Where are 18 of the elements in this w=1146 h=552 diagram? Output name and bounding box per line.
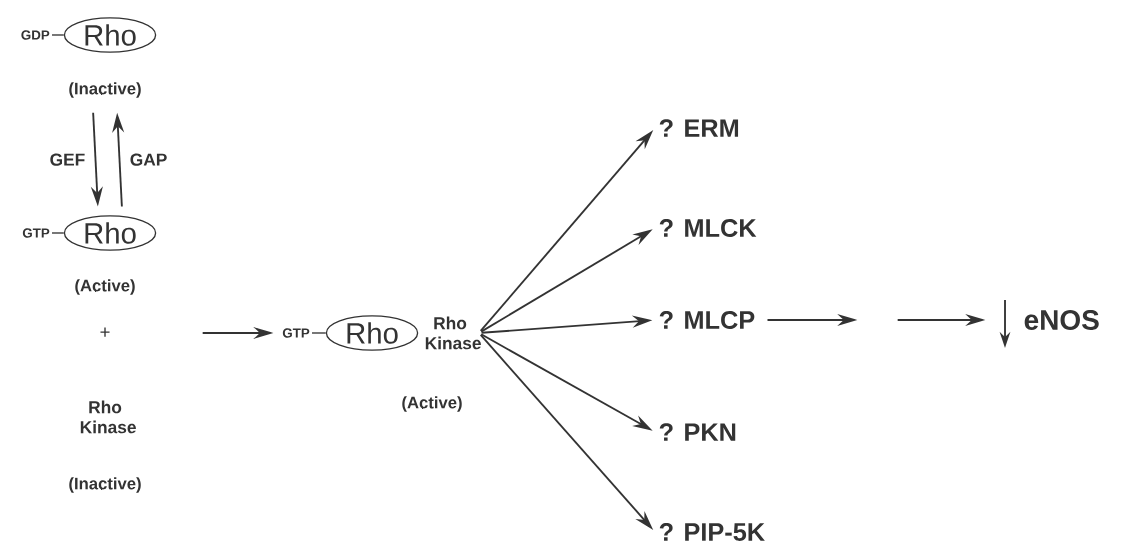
edge-label: GEF: [50, 153, 85, 166]
state-label: (Active): [75, 279, 135, 295]
plus-sign: +: [100, 327, 110, 337]
edge-label: GAP: [130, 153, 167, 166]
target-label: eNOS: [1024, 310, 1099, 330]
target-label: ? MLCK: [659, 219, 757, 237]
nucleotide-label: GDP: [21, 30, 50, 40]
target-label: ? PIP-5K: [659, 523, 765, 541]
protein-label: Rho Kinase: [425, 316, 481, 350]
protein-label: Rho Kinase: [80, 400, 136, 434]
state-label: (Inactive): [69, 82, 141, 98]
target-label: ? ERM: [659, 119, 739, 137]
target-label: ? MLCP: [659, 311, 755, 329]
nucleotide-label: GTP: [282, 328, 310, 338]
nucleotide-label: GTP: [22, 228, 50, 238]
state-label: (Inactive): [69, 477, 141, 493]
target-label: ? PKN: [659, 423, 736, 441]
state-label: (Active): [402, 396, 462, 412]
